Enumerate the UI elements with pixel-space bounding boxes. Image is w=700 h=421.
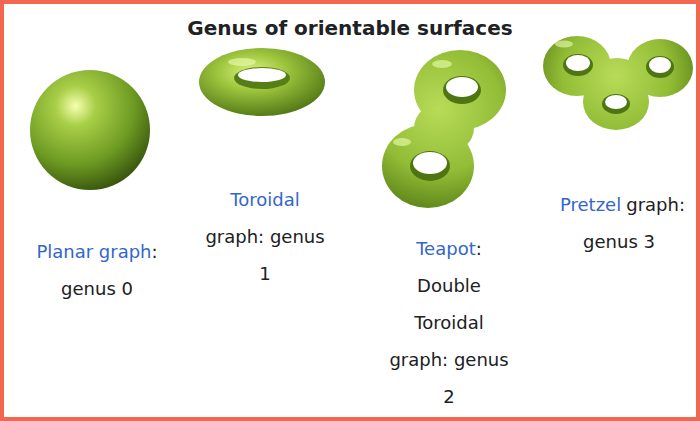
genus-text: graph: genus 1 [205, 226, 324, 284]
left-inner-wall [563, 54, 593, 76]
bottom-hole [605, 95, 627, 109]
left-hole [566, 55, 590, 71]
link-text: Planar graph [36, 241, 151, 262]
link-text: Teapot [416, 238, 476, 259]
right-inner-wall [646, 56, 674, 78]
surface-caption: Planar graph: genus 0 [22, 233, 172, 307]
genus-text: : Double Toroidal graph: genus 2 [389, 238, 508, 407]
bottom-inner-wall [602, 94, 630, 114]
link-text: Pretzel [560, 194, 621, 215]
upper-inner-wall [443, 76, 481, 104]
torus-body [199, 48, 325, 116]
highlight [555, 41, 573, 48]
center-joint [591, 58, 643, 98]
figure-title: Genus of orientable surfaces [4, 16, 696, 40]
lower-inner-wall [410, 151, 450, 181]
link-text: Toroidal [230, 189, 299, 210]
torus-highlight [228, 58, 256, 66]
highlight [432, 60, 452, 68]
torus-figure [199, 48, 325, 116]
upper-hole [446, 77, 478, 97]
waist [414, 102, 474, 154]
sphere-figure [30, 70, 150, 190]
torus-hole [238, 68, 286, 82]
torus-inner-wall [234, 67, 290, 89]
surface-caption: Teapot: Double Toroidal graph: genus 2 [388, 230, 510, 415]
double-torus-figure [382, 50, 506, 208]
lower-hole [413, 152, 447, 174]
highlight [393, 138, 411, 146]
right-hole [649, 57, 671, 73]
surface-caption: Toroidal graph: genus 1 [204, 181, 326, 292]
surface-caption: Pretzelgraph: genus 3 [560, 186, 678, 260]
triple-torus-figure [543, 36, 693, 130]
sphere [30, 70, 150, 190]
